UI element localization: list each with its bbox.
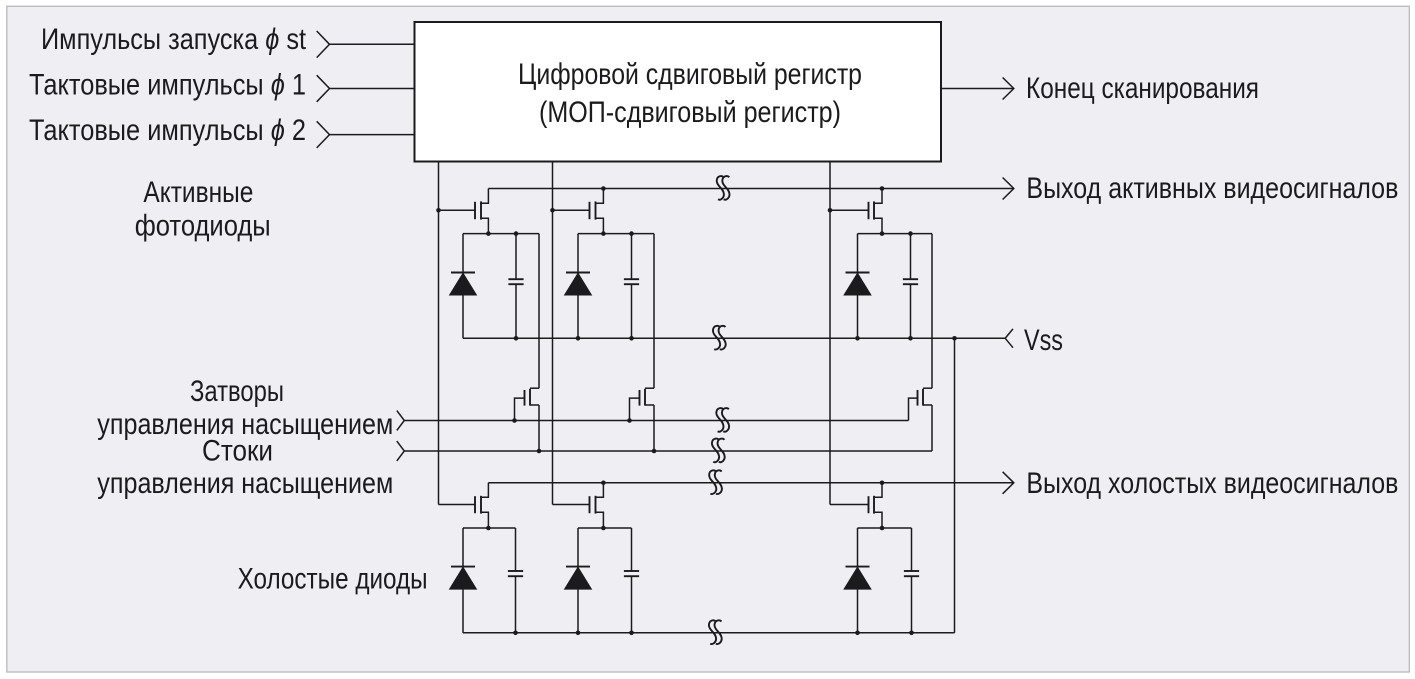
svg-text:(МОП-сдвиговый регистр): (МОП-сдвиговый регистр) (539, 96, 841, 129)
svg-text:Стоки: Стоки (202, 435, 273, 468)
svg-text:Выход активных видеосигналов: Выход активных видеосигналов (1026, 172, 1398, 205)
svg-text:Выход холостых видеосигналов: Выход холостых видеосигналов (1026, 467, 1398, 500)
svg-text:Активные: Активные (143, 176, 253, 209)
svg-text:Тактовые импульсы ϕ 2: Тактовые импульсы ϕ 2 (29, 114, 306, 147)
svg-text:фотодиоды: фотодиоды (135, 210, 271, 243)
svg-text:Конец сканирования: Конец сканирования (1026, 72, 1259, 105)
svg-text:Холостые диоды: Холостые диоды (238, 563, 428, 596)
svg-text:Цифровой сдвиговый регистр: Цифровой сдвиговый регистр (518, 58, 862, 91)
svg-text:Импульсы запуска ϕ st: Импульсы запуска ϕ st (41, 23, 307, 56)
svg-text:Vss: Vss (1024, 324, 1063, 357)
svg-text:управления насыщением: управления насыщением (97, 467, 393, 500)
svg-text:Затворы: Затворы (190, 375, 284, 408)
svg-text:Тактовые импульсы ϕ 1: Тактовые импульсы ϕ 1 (29, 69, 306, 102)
svg-text:управления насыщением: управления насыщением (97, 408, 393, 441)
